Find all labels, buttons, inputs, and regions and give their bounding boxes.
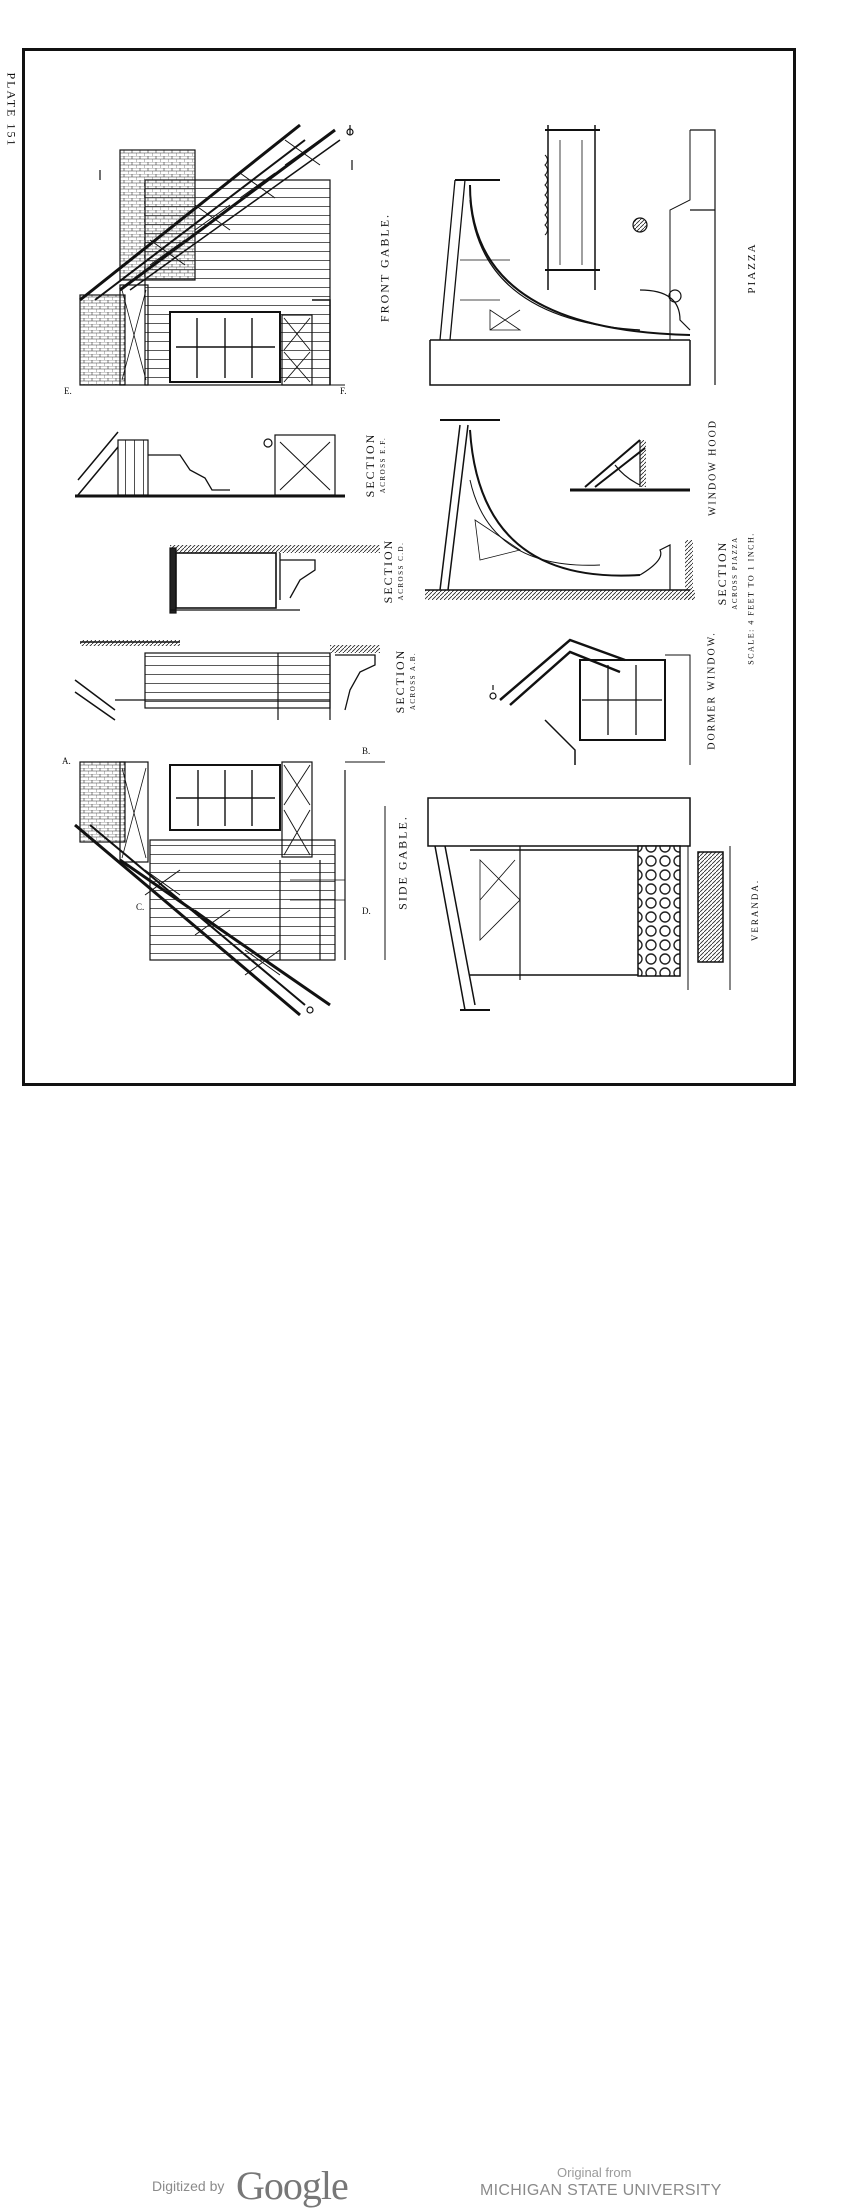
footer: Digitized by Google Original from MICHIG… [0,1084,850,2208]
label-section-ef-main: SECTION [363,432,377,498]
digitized-by-text: Digitized by [152,2178,225,2194]
section-cd-drawing [169,545,380,614]
label-section-ab-sub: ACROSS A.B. [409,651,417,711]
label-section-cd-main: SECTION [381,538,395,604]
label-section-piazza-sub: ACROSS PIAZZA [731,536,739,610]
google-logo: Google [236,2163,349,2208]
marker-e: E. [64,386,72,396]
label-front-gable: FRONT GABLE. [377,212,392,323]
marker-a: A. [62,756,71,766]
plate-border [22,48,796,1086]
label-dormer-window: DORMER WINDOW. [706,631,718,750]
label-scale: SCALE: 4 FEET TO 1 INCH. [746,532,756,665]
section-piazza-drawing [425,419,695,600]
marker-b: B. [362,746,371,756]
institution-link[interactable]: MICHIGAN STATE UNIVERSITY [480,2182,722,2199]
dormer-window-drawing [489,638,691,765]
label-veranda: VERANDA. [750,878,760,942]
label-section-cd: SECTION ACROSS C.D. [379,527,405,615]
label-section-ab: SECTION ACROSS A.B. [391,637,417,725]
label-section-ef: SECTION ACROSS E.F. [361,421,387,509]
label-section-ab-main: SECTION [393,648,407,714]
section-ef-drawing [75,431,345,498]
label-section-piazza-main: SECTION [715,540,729,606]
front-gable-drawing [79,123,354,386]
side-gable-drawing [74,761,386,1017]
label-window-hood: WINDOW HOOD [707,418,719,517]
marker-c: C. [136,902,145,912]
original-from-text: Original from [557,2165,632,2180]
label-section-cd-sub: ACROSS C.D. [397,541,405,601]
architectural-drawing [74,123,731,1017]
label-side-gable: SIDE GABLE. [395,815,410,910]
veranda-drawing [427,797,731,1011]
window-hood-drawing [570,439,690,492]
label-section-ef-sub: ACROSS E.F. [379,436,387,494]
label-section-piazza: SECTION ACROSS PIAZZA [713,525,739,621]
marker-f: F. [340,386,347,396]
section-ab-drawing [74,640,380,721]
marker-d: D. [362,906,371,916]
piazza-drawing [429,125,716,386]
label-piazza: PIAZZA [746,242,758,294]
